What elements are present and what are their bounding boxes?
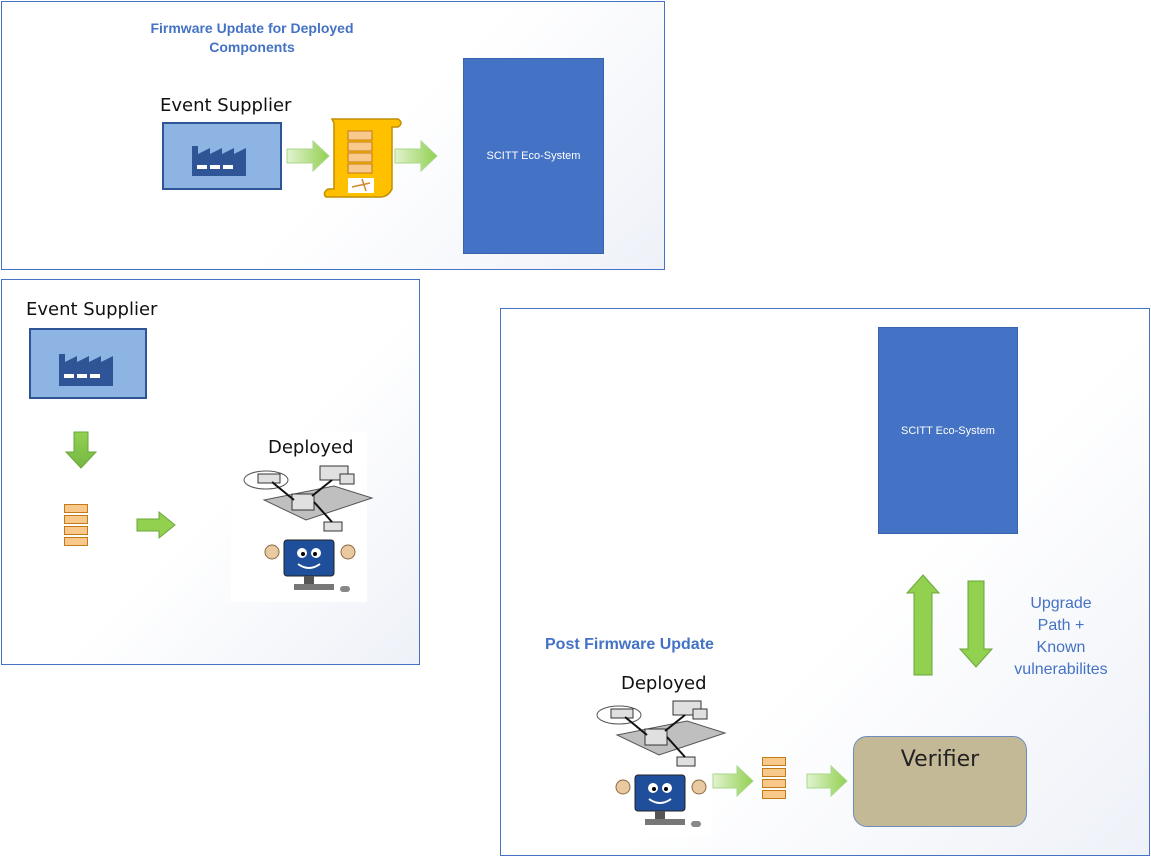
green-arrow-icon bbox=[712, 764, 754, 798]
network-devices-icon bbox=[243, 465, 374, 532]
left-deployed-label: Deployed bbox=[268, 437, 354, 458]
top-panel: Firmware Update for Deployed Components … bbox=[1, 1, 665, 270]
post-firmware-title: Post Firmware Update bbox=[545, 636, 714, 653]
green-arrow-down-icon bbox=[64, 431, 98, 469]
computer-mascot-icon bbox=[615, 774, 707, 827]
data-stack-icon bbox=[64, 504, 88, 548]
upgrade-path-text: Upgrade Path + Known vulnerabilites bbox=[1001, 593, 1121, 681]
right-deployed-label: Deployed bbox=[621, 673, 707, 694]
data-stack-icon bbox=[762, 757, 786, 801]
left-supplier-label: Event Supplier bbox=[26, 299, 158, 320]
right-scitt-box: SCITT Eco-System bbox=[878, 327, 1018, 534]
green-arrow-icon bbox=[806, 764, 848, 798]
right-panel: SCITT Eco-System Upgrade Path + Known vu… bbox=[500, 308, 1150, 856]
upgrade-line2: Path + bbox=[1037, 617, 1085, 634]
green-arrow-icon bbox=[136, 510, 176, 540]
network-devices-icon bbox=[596, 700, 727, 767]
computer-mascot-icon bbox=[264, 539, 356, 592]
scroll-icon bbox=[323, 118, 402, 198]
left-panel: Event Supplier Deployed bbox=[1, 279, 420, 665]
right-scitt-label: SCITT Eco-System bbox=[901, 424, 995, 437]
green-arrow-down-icon bbox=[958, 580, 994, 668]
factory-icon bbox=[29, 328, 147, 399]
green-arrow-icon bbox=[394, 139, 438, 173]
top-panel-title: Firmware Update for Deployed Components bbox=[132, 19, 372, 57]
top-supplier-label: Event Supplier bbox=[160, 95, 292, 116]
top-scitt-box: SCITT Eco-System bbox=[463, 58, 604, 254]
green-arrow-icon bbox=[286, 139, 330, 173]
top-title-line1: Firmware Update for Deployed bbox=[150, 20, 354, 36]
green-arrow-up-icon bbox=[905, 574, 941, 676]
upgrade-line1: Upgrade bbox=[1030, 595, 1092, 612]
factory-icon bbox=[162, 122, 282, 190]
verifier-box: Verifier bbox=[853, 736, 1027, 827]
top-scitt-label: SCITT Eco-System bbox=[486, 150, 581, 162]
top-title-line2: Components bbox=[209, 39, 295, 55]
factory-glyph bbox=[192, 146, 246, 176]
factory-glyph bbox=[59, 354, 113, 386]
verifier-label: Verifier bbox=[900, 747, 980, 772]
upgrade-line3: Known bbox=[1036, 639, 1086, 656]
upgrade-line4: vulnerabilites bbox=[1014, 661, 1108, 678]
